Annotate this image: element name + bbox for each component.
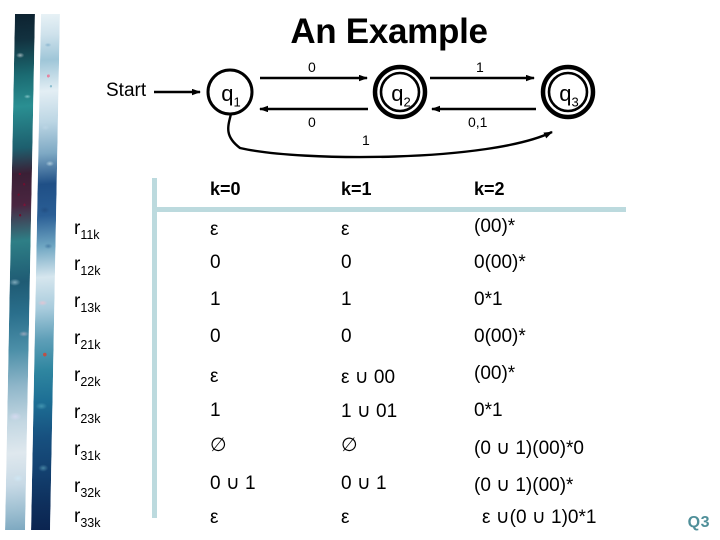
cell-r13k-k1: 1	[341, 289, 352, 310]
cell-r11k-k1: ε	[341, 219, 350, 240]
cell-r33k-k0: ε	[210, 507, 219, 528]
edge-label-q3-q2: 0,1	[468, 114, 488, 130]
cell-r32k-k1: 0 ∪ 1	[341, 473, 387, 494]
edge-label-q1-q2: 0	[308, 59, 316, 75]
state-q2	[372, 64, 428, 120]
row-label-r32k: r32k	[74, 476, 101, 500]
cell-r22k-k2: (00)*	[474, 363, 516, 384]
footer-logo: Q3	[687, 514, 710, 531]
cell-r22k-k1: ε ∪ 00	[341, 367, 396, 388]
automaton-graph	[154, 64, 596, 159]
row-label-r31k: r31k	[74, 439, 101, 463]
edge-label-q2-q3: 1	[476, 59, 484, 75]
column-header-k1: k=1	[341, 179, 372, 199]
cell-r12k-k1: 0	[341, 252, 352, 273]
automaton-diagram: Start	[90, 52, 630, 170]
cell-r12k-k2: 0(00)*	[474, 252, 526, 273]
cell-r23k-k2: 0*1	[474, 400, 503, 421]
state-q3	[540, 64, 596, 120]
edge-label-q2-q1: 0	[308, 114, 316, 130]
row-label-r33k: r33k	[74, 506, 101, 530]
row-label-r21k: r21k	[74, 328, 101, 352]
cell-r21k-k2: 0(00)*	[474, 326, 526, 347]
cell-r21k-k1: 0	[341, 326, 352, 347]
decorative-band-right	[31, 14, 60, 530]
cell-r12k-k0: 0	[210, 252, 221, 273]
row-label-r12k: r12k	[74, 254, 101, 278]
cell-r13k-k2: 0*1	[474, 289, 503, 310]
decorative-side-border	[0, 0, 60, 540]
cell-r11k-k2: (00)*	[474, 216, 516, 237]
cell-r31k-k2: (0 ∪ 1)(00)*0	[474, 438, 585, 459]
table-vertical-divider	[152, 178, 157, 518]
cell-r22k-k0: ε	[210, 366, 219, 387]
cell-r23k-k1: 1 ∪ 01	[341, 401, 398, 422]
cell-r13k-k0: 1	[210, 289, 221, 310]
cell-r21k-k0: 0	[210, 326, 221, 347]
row-label-r11k: r11k	[74, 218, 100, 242]
regex-table: k=0 k=1 k=2 r11k ε ε (00)* r12k 0 0 0(00…	[58, 176, 720, 530]
row-label-r23k: r23k	[74, 402, 101, 426]
cell-r23k-k0: 1	[210, 400, 221, 421]
decorative-band-left	[5, 14, 35, 530]
column-header-k2: k=2	[474, 179, 505, 199]
column-header-k0: k=0	[210, 179, 241, 199]
state-label-q1: q1	[221, 81, 241, 110]
cell-r32k-k0: 0 ∪ 1	[210, 473, 256, 494]
cell-r32k-k2: (0 ∪ 1)(00)*	[474, 475, 574, 496]
table-horizontal-divider	[152, 207, 626, 212]
state-label-q2: q2	[391, 81, 411, 110]
slide-title: An Example	[290, 12, 488, 51]
edge-label-q1-q3: 1	[362, 132, 370, 148]
cell-r11k-k0: ε	[210, 219, 219, 240]
edge-q1-q3	[227, 113, 553, 159]
row-label-r22k: r22k	[74, 365, 101, 389]
row-label-r13k: r13k	[74, 291, 101, 315]
cell-r33k-k1: ε	[341, 507, 350, 528]
cell-r31k-k0: ∅	[210, 435, 227, 456]
start-label: Start	[106, 80, 147, 101]
state-label-q3: q3	[559, 81, 579, 110]
cell-r31k-k1: ∅	[341, 435, 358, 456]
cell-r33k-k2: ε ∪(0 ∪ 1)0*1	[482, 507, 597, 528]
